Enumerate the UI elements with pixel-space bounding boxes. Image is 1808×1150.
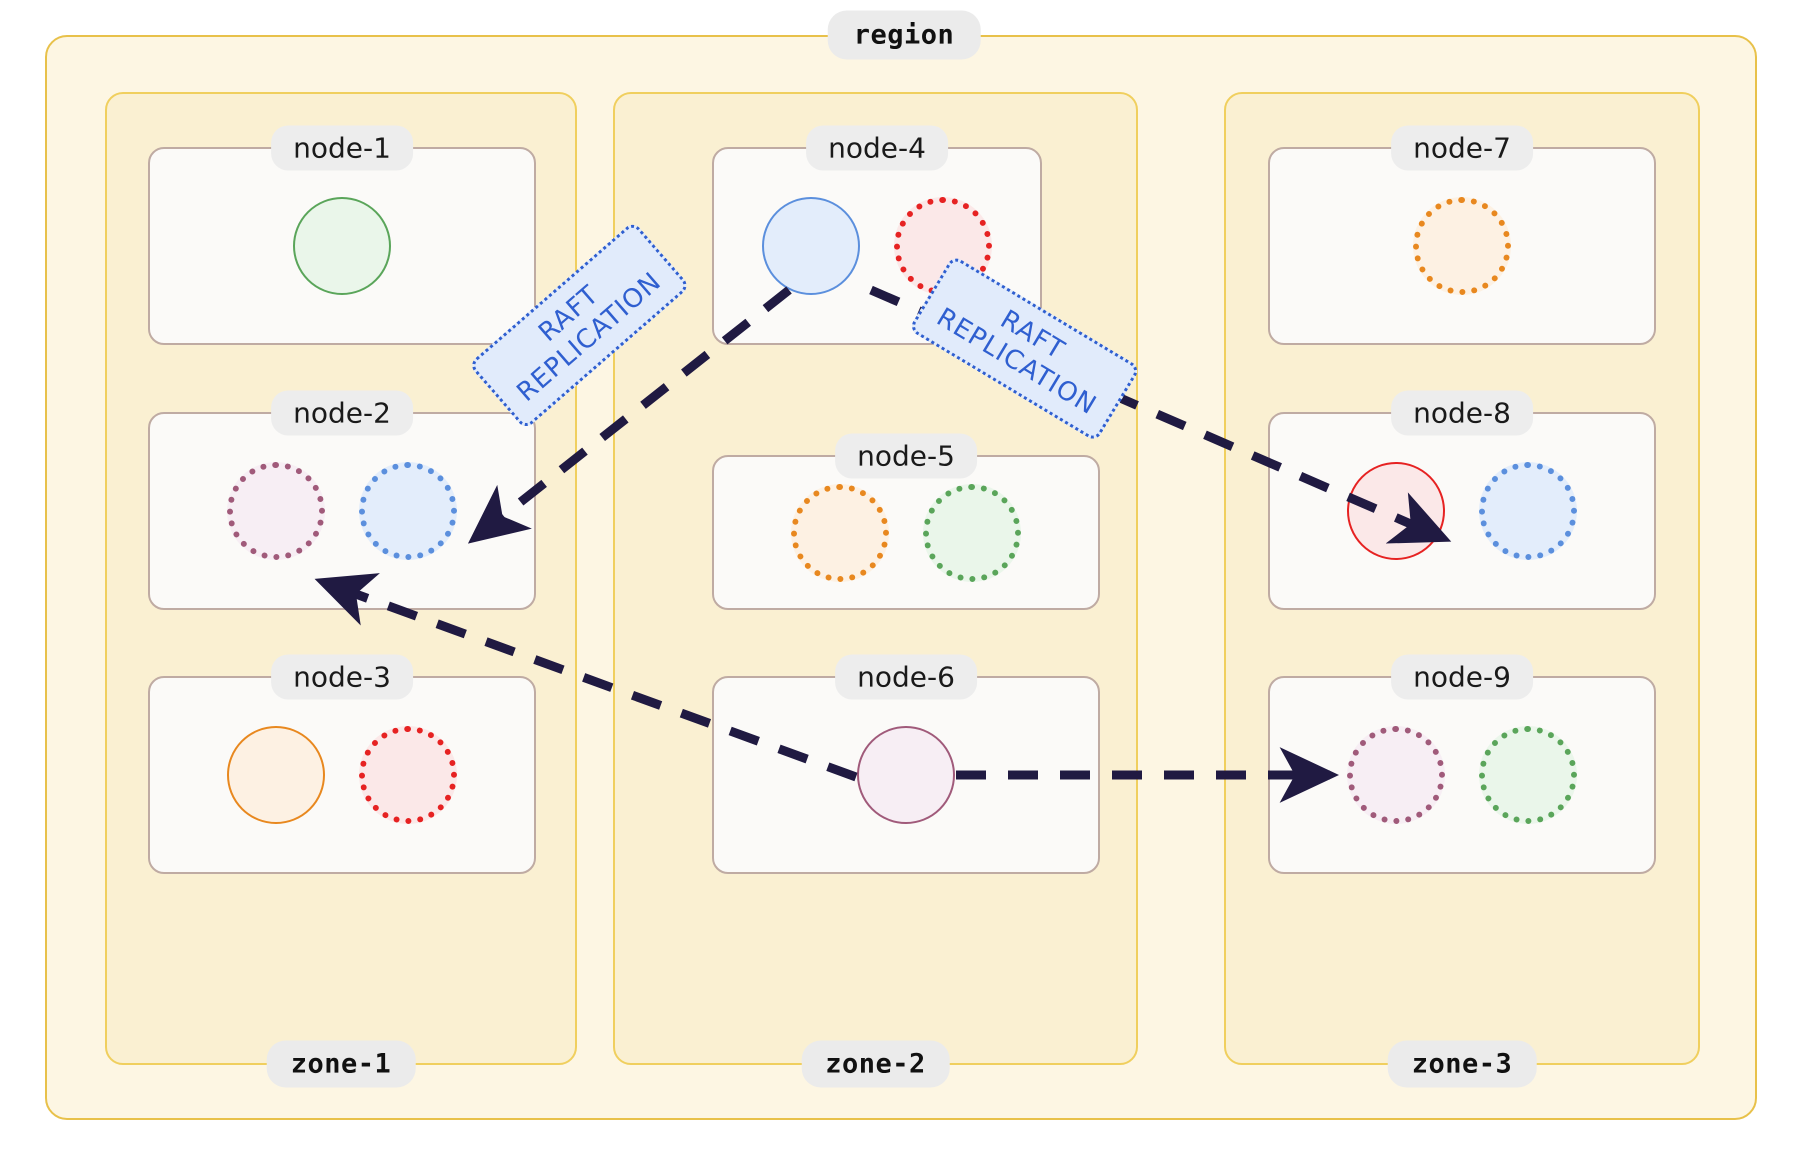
shard-node-4-0[interactable] [762, 197, 860, 295]
shard-node-9-0[interactable] [1347, 726, 1445, 824]
shard-node-2-1[interactable] [359, 462, 457, 560]
zone-label-1: zone-1 [266, 1040, 416, 1088]
shard-node-8-1[interactable] [1479, 462, 1577, 560]
node-label-node-1: node-1 [271, 125, 413, 171]
node-label-node-3: node-3 [271, 654, 413, 700]
node-label-node-6: node-6 [835, 654, 977, 700]
node-card-node-6[interactable]: node-6 [712, 654, 1100, 874]
shard-node-1-0[interactable] [293, 197, 391, 295]
node-card-node-1[interactable]: node-1 [148, 125, 536, 345]
shard-node-6-0[interactable] [857, 726, 955, 824]
region-label: region [827, 10, 981, 60]
shard-node-3-1[interactable] [359, 726, 457, 824]
shard-node-2-0[interactable] [227, 462, 325, 560]
node-label-node-5: node-5 [835, 433, 977, 479]
shard-node-5-1[interactable] [923, 483, 1021, 582]
node-label-node-4: node-4 [806, 125, 948, 171]
node-card-node-5[interactable]: node-5 [712, 433, 1100, 610]
shard-node-8-0[interactable] [1347, 462, 1445, 560]
shard-node-5-0[interactable] [791, 483, 889, 582]
zone-label-2: zone-2 [801, 1040, 950, 1088]
node-card-node-8[interactable]: node-8 [1268, 390, 1656, 610]
zone-label-3: zone-3 [1387, 1040, 1537, 1088]
node-card-node-2[interactable]: node-2 [148, 390, 536, 610]
shard-node-7-0[interactable] [1413, 197, 1511, 295]
shard-node-9-1[interactable] [1479, 726, 1577, 824]
node-card-node-3[interactable]: node-3 [148, 654, 536, 874]
node-label-node-7: node-7 [1391, 125, 1533, 171]
node-label-node-2: node-2 [271, 390, 413, 436]
node-label-node-8: node-8 [1391, 390, 1533, 436]
node-label-node-9: node-9 [1391, 654, 1533, 700]
node-card-node-9[interactable]: node-9 [1268, 654, 1656, 874]
node-card-node-7[interactable]: node-7 [1268, 125, 1656, 345]
shard-node-3-0[interactable] [227, 726, 325, 824]
